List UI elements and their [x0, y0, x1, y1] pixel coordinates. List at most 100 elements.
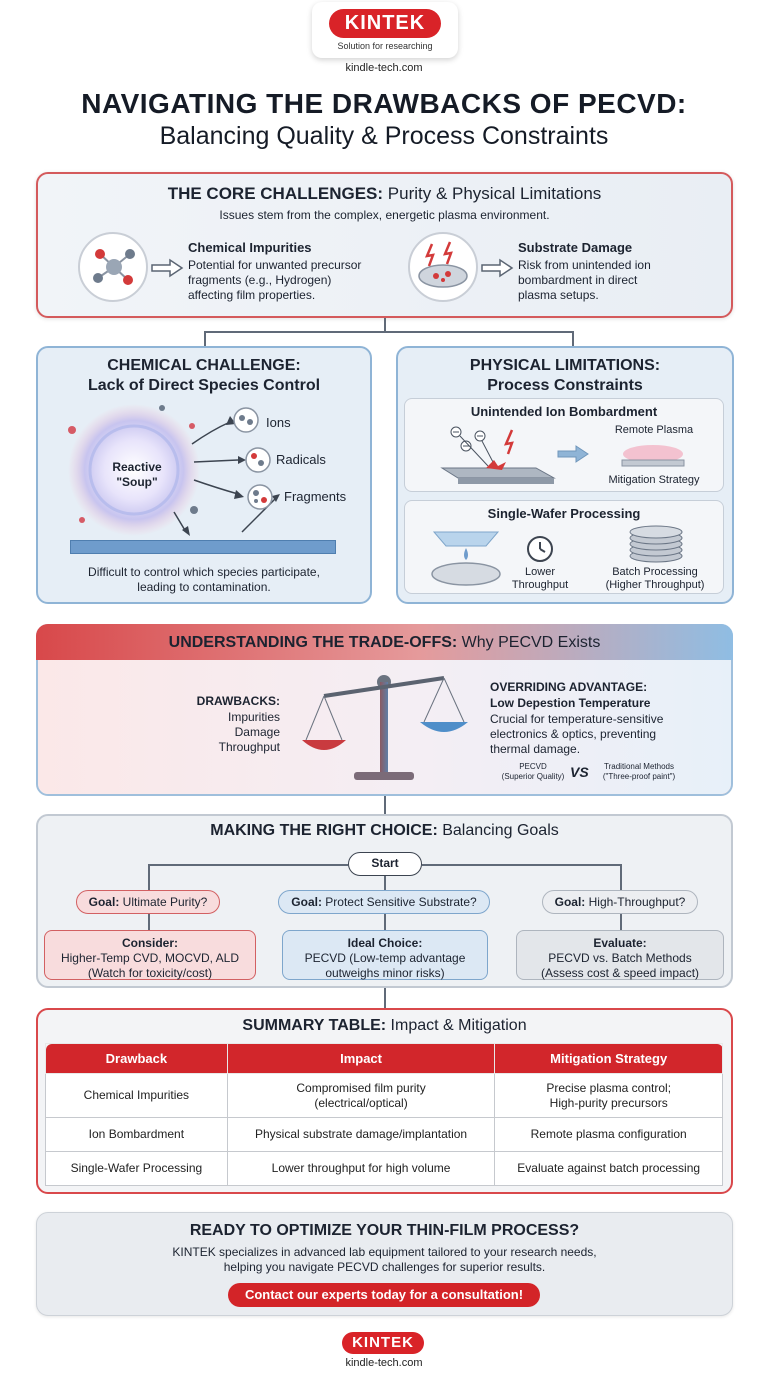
damage-line3: plasma setups. [518, 288, 599, 302]
arrow-right-icon [557, 445, 589, 463]
column-header: Mitigation Strategy [494, 1043, 723, 1074]
option-title: Consider: [121, 936, 178, 950]
goal-bold: Goal: [291, 895, 322, 909]
connector-line [148, 914, 150, 930]
advantage-subtitle: Low Depestion Temperature [490, 696, 651, 710]
physical-heading-2: Process Constraints [487, 377, 643, 394]
reactive-soup-label: Reactive "Soup" [72, 460, 202, 490]
tradeoffs-heading-bold: UNDERSTANDING THE TRADE-OFFS: [168, 634, 458, 651]
chemical-caption-2: leading to contamination. [137, 580, 271, 594]
option-line: (Assess cost & speed impact) [540, 966, 700, 980]
advantage-line: electronics & optics, preventing [490, 727, 657, 741]
goal-text: Ultimate Purity? [119, 895, 208, 909]
summary-heading: SUMMARY TABLE: Impact & Mitigation [36, 1017, 733, 1035]
clock-icon [527, 536, 553, 562]
impurities-line1: Potential for unwanted precursor [188, 258, 362, 272]
core-heading: THE CORE CHALLENGES: Purity & Physical L… [36, 184, 733, 204]
connector-line [384, 876, 386, 890]
option-consider: Consider: Higher-Temp CVD, MOCVD, ALD (W… [44, 930, 256, 980]
molecule-icon [78, 232, 148, 302]
connector-line [148, 864, 150, 890]
species-fragments: Fragments [284, 489, 347, 504]
table-cell: Physical substrate damage/implantation [226, 1117, 496, 1152]
table-row: Ion Bombardment Physical substrate damag… [45, 1117, 723, 1152]
cell-line: Compromised film purity [296, 1080, 426, 1095]
batch-processing-2: (Higher Throughput) [605, 579, 705, 591]
single-wafer-icon [431, 531, 501, 586]
species-ions: Ions [266, 415, 291, 430]
table-cell: Ion Bombardment [45, 1117, 228, 1152]
goal-ultimate-purity: Goal: Ultimate Purity? [76, 890, 220, 914]
advantage-title: OVERRIDING ADVANTAGE: [490, 680, 648, 694]
footer-logo[interactable]: KINTEK [342, 1332, 424, 1354]
mitigation-label: Mitigation Strategy [608, 474, 700, 486]
summary-heading-light: Impact & Mitigation [386, 1017, 527, 1034]
tradeoffs-heading-light: Why PECVD Exists [457, 634, 601, 651]
goal-high-throughput: Goal: High-Throughput? [542, 890, 698, 914]
column-header: Impact [226, 1043, 496, 1074]
advantage-line: Crucial for temperature-sensitive [490, 712, 664, 726]
species-radicals: Radicals [276, 452, 326, 467]
batch-processing-label: Batch Processing (Higher Throughput) [590, 566, 720, 592]
option-line: outweighs minor risks) [325, 966, 445, 980]
connector-line [384, 796, 386, 814]
arrow-right-icon [481, 258, 514, 278]
brand-logo-card[interactable]: KINTEK Solution for researching [312, 2, 458, 58]
table-row: Chemical Impurities Compromised film pur… [45, 1073, 723, 1118]
impurities-line2: fragments (e.g., Hydrogen) [188, 273, 332, 287]
summary-heading-bold: SUMMARY TABLE: [242, 1017, 387, 1034]
soup-label-2: "Soup" [116, 475, 158, 489]
versus-label: VS [570, 764, 589, 780]
chemical-heading-2: Lack of Direct Species Control [87, 377, 321, 394]
drawback-item: Impurities [227, 710, 280, 724]
drawback-item: Damage [234, 725, 280, 739]
cell-line: Precise plasma control; [546, 1080, 672, 1095]
drawbacks-list: Impurities Damage Throughput [176, 710, 280, 755]
option-line: (Watch for toxicity/cost) [87, 966, 213, 980]
footer-site-url[interactable]: kindle-tech.com [345, 1357, 423, 1369]
damage-title: Substrate Damage [518, 240, 633, 255]
lower-throughput-label: Lower Throughput [502, 566, 578, 592]
cell-line: High-purity precursors [549, 1095, 668, 1110]
advantage-description: Crucial for temperature-sensitive electr… [490, 712, 663, 757]
core-challenges-panel [36, 172, 733, 318]
column-header: Drawback [45, 1043, 228, 1074]
option-title: Ideal Choice: [347, 936, 423, 950]
ion-bombardment-icon [440, 426, 556, 484]
core-subtitle: Issues stem from the complex, energetic … [219, 208, 550, 222]
pecvd-label: PECVD (Superior Quality) [496, 762, 570, 782]
cta-heading: READY TO OPTIMIZE YOUR THIN-FILM PROCESS… [189, 1222, 580, 1239]
connector-line [204, 331, 206, 346]
option-evaluate: Evaluate: PECVD vs. Batch Methods (Asses… [516, 930, 724, 980]
start-node: Start [348, 852, 422, 876]
goal-bold: Goal: [88, 895, 120, 909]
page-title: NAVIGATING THE DRAWBACKS OF PECVD: [81, 88, 687, 119]
arrow-right-icon [151, 258, 184, 278]
table-cell: Single-Wafer Processing [45, 1151, 228, 1186]
core-heading-light: Purity & Physical Limitations [383, 184, 602, 203]
substrate-plate [70, 540, 336, 554]
goal-text: High-Throughput? [585, 895, 686, 909]
connector-line [384, 318, 386, 332]
cta-line: helping you navigate PECVD challenges fo… [223, 1260, 546, 1274]
option-ideal-choice: Ideal Choice: PECVD (Low-temp advantage … [282, 930, 488, 980]
choice-heading-light: Balancing Goals [437, 822, 559, 839]
connector-line [204, 331, 574, 333]
connector-line [384, 914, 386, 930]
impurities-line3: affecting film properties. [188, 288, 316, 302]
connector-line [148, 864, 348, 866]
core-heading-bold: THE CORE CHALLENGES: [167, 184, 384, 203]
connector-line [572, 331, 574, 346]
goal-text: Protect Sensitive Substrate? [321, 895, 477, 909]
pecvd-sub: (Superior Quality) [501, 772, 565, 781]
soup-label-1: Reactive [112, 460, 162, 474]
table-cell: Lower throughput for high volume [226, 1151, 496, 1186]
site-url[interactable]: kindle-tech.com [345, 62, 423, 74]
brand-logo: KINTEK [328, 9, 442, 38]
brand-tagline: Solution for researching [337, 41, 433, 51]
contact-experts-button[interactable]: Contact our experts today for a consulta… [228, 1283, 540, 1307]
summary-table-wrap: Drawback Impact Mitigation Strategy Chem… [45, 1043, 723, 1186]
table-cell: Remote plasma configuration [494, 1117, 723, 1152]
option-title: Evaluate: [593, 936, 647, 950]
damage-line1: Risk from unintended ion [518, 258, 651, 272]
